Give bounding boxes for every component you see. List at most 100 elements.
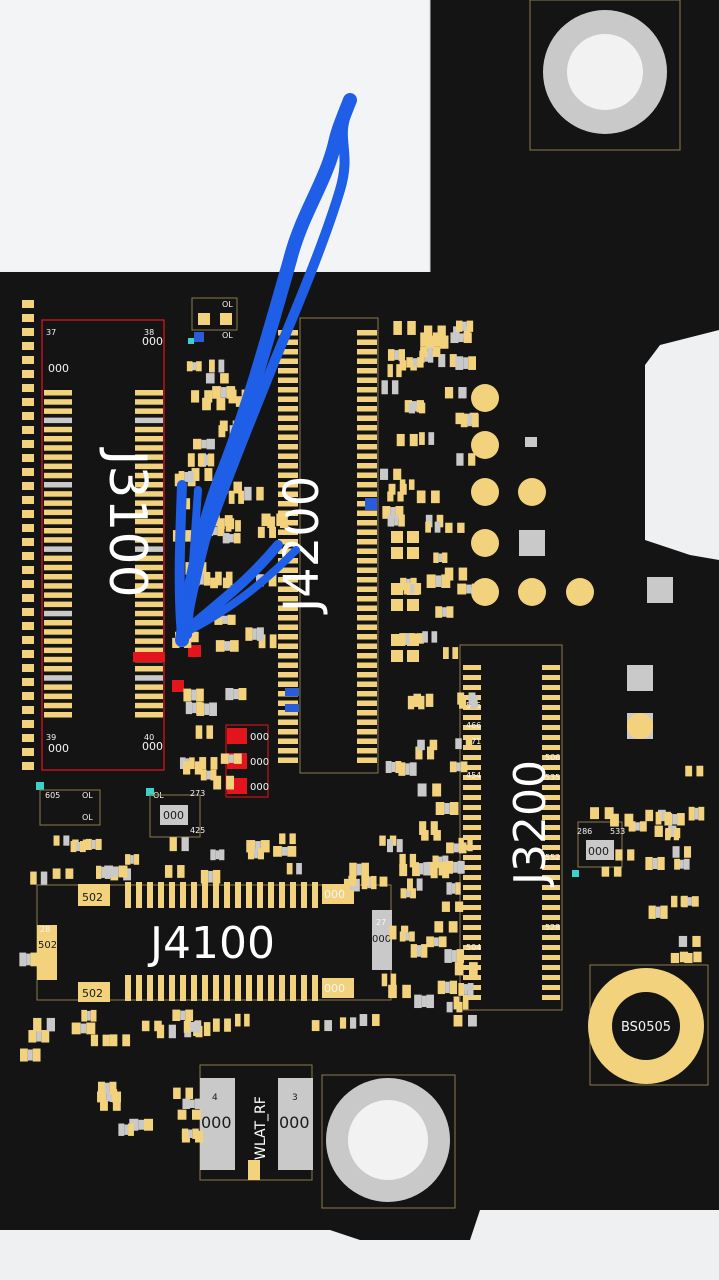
pad bbox=[238, 687, 247, 701]
pad bbox=[450, 332, 459, 344]
body bbox=[190, 1021, 195, 1032]
body bbox=[405, 763, 410, 775]
pad bbox=[448, 921, 458, 933]
passive-component bbox=[197, 453, 215, 467]
pad bbox=[604, 807, 614, 820]
connector-j4100[interactable]: 502 502 28 502 000 000 000 27 J4100 bbox=[36, 882, 392, 1002]
pad bbox=[410, 944, 418, 958]
pad bbox=[460, 413, 468, 428]
body bbox=[204, 454, 209, 466]
pad-value: 000 bbox=[48, 362, 69, 375]
body bbox=[26, 953, 31, 966]
j4200-pin bbox=[278, 615, 298, 621]
pad bbox=[202, 397, 211, 411]
pad bbox=[393, 320, 402, 335]
passive-component bbox=[645, 856, 665, 870]
round-pad bbox=[518, 578, 546, 606]
passive-component bbox=[435, 606, 454, 618]
j3100-pin bbox=[135, 509, 163, 516]
j4100-pin bbox=[279, 882, 285, 908]
j4200-pin bbox=[357, 700, 377, 706]
pad bbox=[267, 516, 276, 529]
passive-component bbox=[183, 688, 204, 702]
pad bbox=[455, 901, 464, 912]
j4200-pin bbox=[357, 729, 377, 735]
j4200-pin bbox=[278, 700, 298, 706]
pad bbox=[444, 567, 454, 581]
pad bbox=[178, 471, 185, 483]
bs0505-component[interactable]: BS0505 bbox=[588, 964, 709, 1086]
pad bbox=[431, 631, 438, 643]
pad bbox=[389, 925, 397, 940]
pad-value: 000 bbox=[324, 982, 345, 995]
pad bbox=[187, 453, 195, 467]
pad bbox=[269, 634, 277, 649]
passive-component bbox=[118, 1123, 134, 1136]
passive-component bbox=[679, 951, 702, 963]
pad bbox=[414, 994, 422, 1009]
connector-j3200[interactable]: 555 466 471 454 506 535 552 528 504 J320… bbox=[459, 644, 563, 1011]
pad bbox=[195, 1130, 204, 1143]
j3200-pin bbox=[542, 665, 560, 670]
j3100-pin bbox=[135, 399, 163, 405]
passive-component bbox=[396, 433, 418, 447]
j4200-pin bbox=[357, 757, 377, 763]
j4200-pin bbox=[357, 396, 377, 402]
j4200-pin bbox=[278, 434, 298, 440]
j3200-pin bbox=[463, 865, 481, 870]
j4100-pin bbox=[268, 975, 274, 1001]
pad bbox=[40, 871, 48, 885]
pad bbox=[433, 830, 441, 841]
j3100-pin bbox=[44, 399, 72, 405]
connector-j3100[interactable]: 37 38 39 40 000 000 000 000 J3100 bbox=[20, 295, 165, 771]
square-pad bbox=[647, 577, 673, 603]
wlat-rf-component[interactable]: 4 3 000 000 WLAT_RF bbox=[199, 1064, 313, 1181]
pad bbox=[46, 1017, 56, 1032]
j4200-pin bbox=[278, 672, 298, 678]
body bbox=[467, 414, 472, 427]
pad bbox=[258, 634, 266, 649]
j3100-pin bbox=[44, 574, 72, 580]
side-pad bbox=[22, 412, 34, 420]
j4200-pin bbox=[357, 539, 377, 545]
j3200-pin bbox=[463, 945, 481, 950]
pad bbox=[416, 490, 426, 504]
square-pad bbox=[627, 665, 653, 691]
pad bbox=[235, 396, 244, 407]
j4200-pin bbox=[357, 330, 377, 336]
pad bbox=[191, 468, 200, 482]
j4200-pin bbox=[357, 558, 377, 564]
j3200-pin bbox=[463, 765, 481, 770]
pad bbox=[446, 882, 452, 895]
pad bbox=[456, 1001, 463, 1013]
pad bbox=[425, 514, 433, 528]
pad bbox=[673, 829, 680, 841]
j3100-pin bbox=[44, 528, 72, 534]
j4200-pin bbox=[278, 624, 298, 630]
pad bbox=[442, 865, 450, 879]
pad bbox=[104, 865, 111, 879]
j3200-pin bbox=[463, 825, 481, 830]
j4200-pin bbox=[278, 596, 298, 602]
j3200-pin bbox=[542, 875, 560, 880]
j3200-pin bbox=[463, 915, 481, 920]
j3200-pin bbox=[542, 775, 560, 780]
pad bbox=[387, 839, 393, 853]
passive-component bbox=[446, 1001, 463, 1013]
body bbox=[463, 357, 469, 369]
pad bbox=[671, 895, 678, 908]
j3200-pin bbox=[463, 995, 481, 1000]
j3200-pin bbox=[463, 815, 481, 820]
pad-value: OL bbox=[222, 300, 233, 309]
j3200-pin bbox=[542, 765, 560, 770]
body bbox=[694, 807, 699, 820]
passive-component bbox=[615, 849, 635, 861]
body bbox=[91, 839, 96, 850]
pad bbox=[426, 936, 434, 948]
passive-component bbox=[678, 935, 701, 947]
passive-component bbox=[172, 1009, 194, 1022]
passive-components bbox=[19, 320, 705, 1143]
pad bbox=[379, 876, 388, 887]
j3200-pin bbox=[542, 975, 560, 980]
